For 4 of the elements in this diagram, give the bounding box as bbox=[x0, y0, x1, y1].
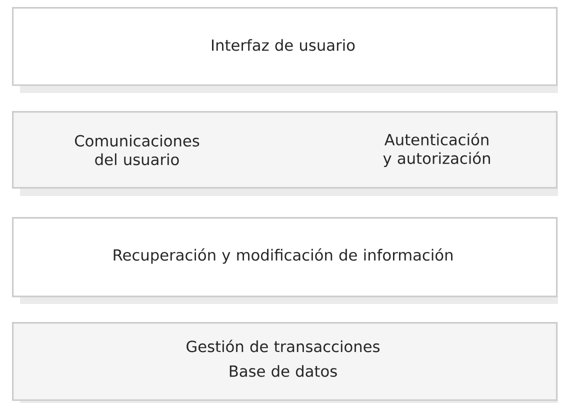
layer-box: Gestión de transacciones Base de datos bbox=[12, 322, 558, 403]
layer-box: Interfaz de usuario bbox=[12, 7, 558, 93]
layer-box: Comunicaciones del usuario Autenticación y autorización bbox=[12, 111, 558, 196]
layer-box: Recuperación y modificación de información bbox=[12, 217, 558, 304]
